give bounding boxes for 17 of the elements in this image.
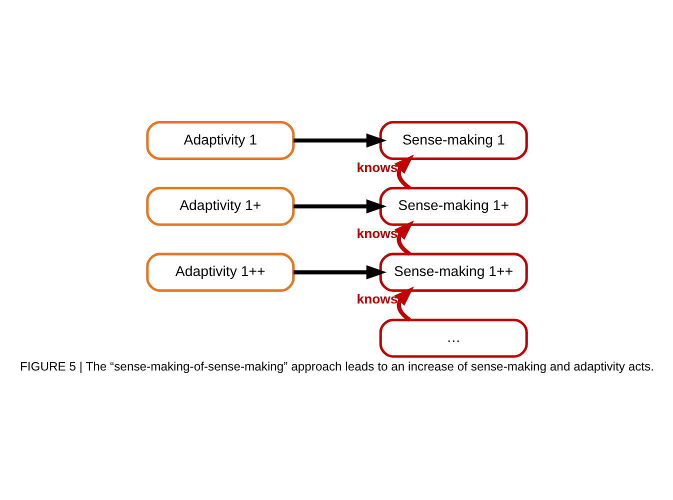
node-box: Sense-making 1+ <box>378 186 528 226</box>
node-box: Sense-making 1 <box>378 120 528 160</box>
arrow <box>293 265 386 280</box>
node-box: Adaptivity 1 <box>146 120 294 160</box>
caption: FIGURE 5 | The “sense-making-of-sense-making” approach leads to an increase of sense-making and adaptivity acts. <box>19 359 654 374</box>
arrow <box>394 220 414 256</box>
node-box: Sense-making 1++ <box>378 252 528 292</box>
edge-label: knows <box>356 226 398 241</box>
node-box: Adaptivity 1+ <box>146 186 294 226</box>
arrow <box>394 154 414 190</box>
edge-label: knows <box>356 160 398 175</box>
arrow <box>293 133 386 148</box>
arrow <box>293 199 386 214</box>
edge-label: knows <box>356 292 398 307</box>
node-box: Adaptivity 1++ <box>146 252 294 292</box>
node-box: … <box>378 318 528 358</box>
arrow <box>394 286 414 322</box>
